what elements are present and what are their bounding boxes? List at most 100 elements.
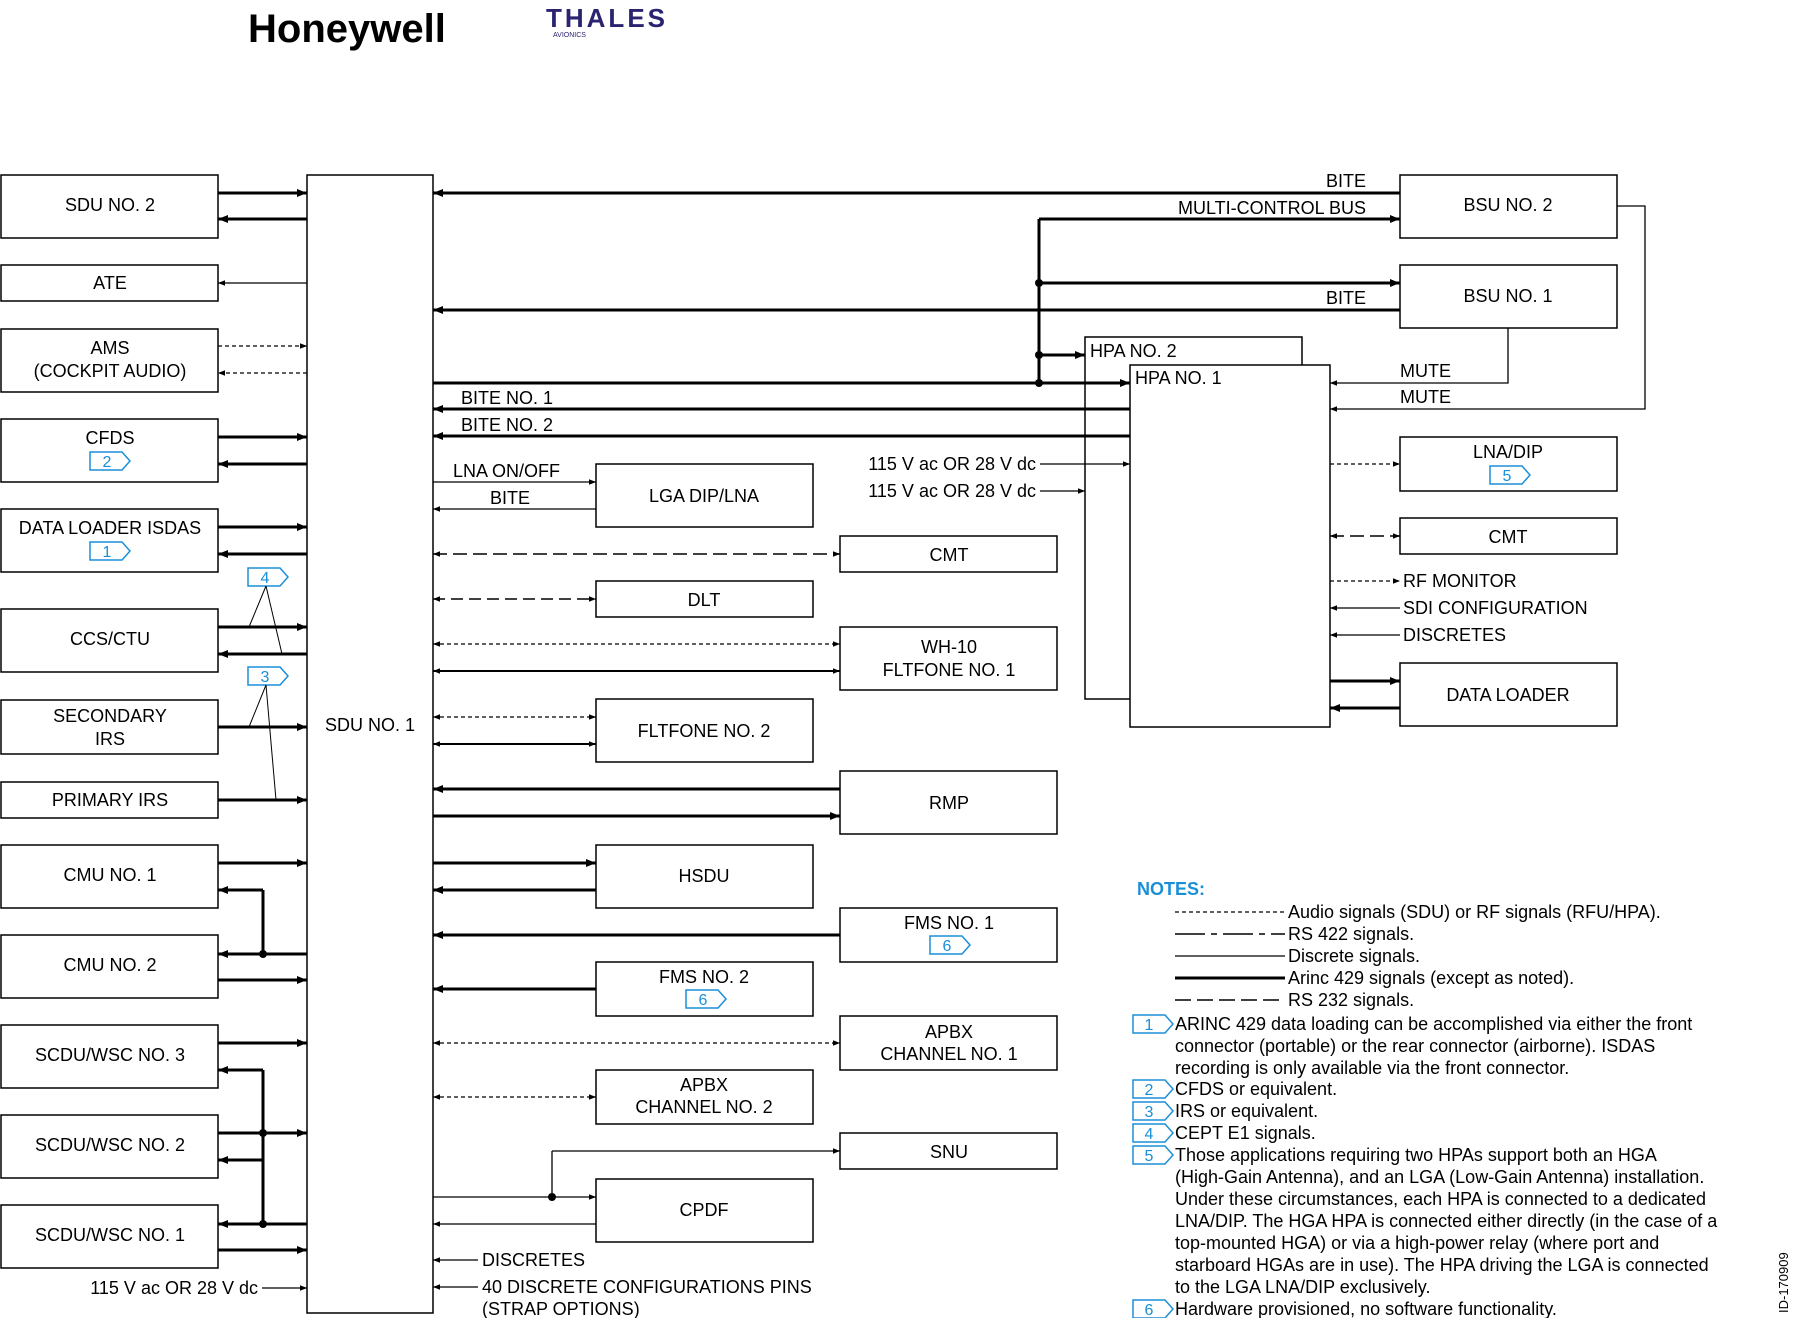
cpdf-box (595, 1178, 814, 1243)
note-tag-5: 5 (1489, 465, 1532, 485)
honeywell-logo: Honeywell (248, 7, 446, 51)
note-text: LNA/DIP. The HGA HPA is connected either… (1175, 1211, 1718, 1231)
document-id: ID-170909 (1776, 1252, 1791, 1313)
svg-text:THALES: THALES (546, 3, 668, 33)
callout-leader (265, 684, 277, 801)
svg-text:6: 6 (943, 938, 952, 955)
left-box-label: DATA LOADER ISDAS (19, 518, 201, 538)
note-text: CEPT E1 signals. (1175, 1123, 1316, 1143)
ams-box (0, 328, 219, 393)
wh10-fltfone1-box (839, 626, 1058, 691)
junction-dot (1035, 379, 1043, 387)
rmp-box (839, 770, 1058, 835)
box-label: BSU NO. 2 (1463, 195, 1552, 215)
mid-box-label: WH-10 (921, 637, 977, 657)
discrete-line (1330, 205, 1646, 412)
scdu-wsc-no2-box (0, 1114, 219, 1179)
callout-leader (265, 585, 283, 655)
sdu-no1-label: SDU NO. 1 (325, 715, 415, 735)
note-text: CFDS or equivalent. (1175, 1079, 1337, 1099)
cmu-no1-box (0, 844, 219, 909)
callout-leader (248, 585, 267, 628)
cmu-no2-box (0, 934, 219, 999)
signal-label: 40 DISCRETE CONFIGURATIONS PINS (482, 1277, 812, 1297)
signal-label: MUTE (1400, 387, 1451, 407)
note-text: top-mounted HGA) or via a high-power rel… (1175, 1233, 1659, 1253)
legend-text: Audio signals (SDU) or RF signals (RFU/H… (1288, 902, 1661, 922)
discrete-line (1330, 328, 1509, 386)
hpa-no1-box (1129, 364, 1331, 728)
junction-dot (259, 950, 267, 958)
mid-box-label: CPDF (680, 1200, 729, 1220)
signal-label: (STRAP OPTIONS) (482, 1299, 640, 1318)
callout-leader (248, 684, 267, 728)
junction-dot (259, 1129, 267, 1137)
scdu-wsc-no1-box (0, 1204, 219, 1269)
legend-text: Arinc 429 signals (except as noted). (1288, 968, 1574, 988)
svg-text:6: 6 (699, 992, 708, 1009)
junction-dot (1035, 351, 1043, 359)
signal-label: DISCRETES (1403, 625, 1506, 645)
note-text: to the LGA LNA/DIP exclusively. (1175, 1277, 1430, 1297)
note-tag-6 (1132, 1299, 1175, 1318)
svg-text:1: 1 (103, 544, 112, 561)
note-text: recording is only available via the fron… (1175, 1058, 1569, 1078)
note-tag-2: 2 (89, 451, 132, 471)
mid-box-label: RMP (929, 793, 969, 813)
note-tag-2 (1132, 1079, 1175, 1099)
note-tag-1 (1132, 1014, 1175, 1034)
junction-dot (548, 1193, 556, 1201)
note-tag-4 (1132, 1123, 1175, 1143)
signal-label: DISCRETES (482, 1250, 585, 1270)
svg-text:5: 5 (1503, 468, 1512, 485)
note-number: 3 (1145, 1104, 1154, 1121)
note-number: 6 (1145, 1302, 1154, 1318)
note-number: 5 (1145, 1148, 1154, 1165)
legend-text: RS 232 signals. (1288, 990, 1414, 1010)
left-box-label: AMS (90, 338, 129, 358)
ccs-ctu-box (0, 608, 219, 673)
box-label: HPA NO. 1 (1135, 368, 1222, 388)
mid-box-label: DLT (688, 590, 721, 610)
data-loader-isdas-box (0, 508, 219, 573)
note-tag-3 (1132, 1101, 1175, 1121)
left-box-label: SECONDARY (53, 706, 167, 726)
left-box-label: SDU NO. 2 (65, 195, 155, 215)
signal-label: LNA ON/OFF (453, 461, 560, 481)
signal-label: 115 V ac OR 28 V dc (868, 454, 1036, 474)
note-text: Those applications requiring two HPAs su… (1175, 1145, 1657, 1165)
signal-label: MULTI-CONTROL BUS (1178, 198, 1366, 218)
mid-box-label: FLTFONE NO. 1 (883, 660, 1016, 680)
note-text: IRS or equivalent. (1175, 1101, 1318, 1121)
legend-text: RS 422 signals. (1288, 924, 1414, 944)
mid-box-label: CHANNEL NO. 1 (880, 1044, 1017, 1064)
legend-text: Discrete signals. (1288, 946, 1420, 966)
box-label: HPA NO. 2 (1090, 341, 1177, 361)
note-tag-4: 4 (247, 567, 290, 587)
box-label: LNA/DIP (1473, 442, 1543, 462)
mid-box-label: APBX (680, 1075, 728, 1095)
mid-box-label: FMS NO. 2 (659, 967, 749, 987)
svg-text:Honeywell: Honeywell (248, 7, 446, 51)
signal-label: BITE NO. 1 (461, 388, 553, 408)
left-box-label: IRS (95, 729, 125, 749)
signal-label: BITE NO. 2 (461, 415, 553, 435)
left-box-label: SCDU/WSC NO. 1 (35, 1225, 185, 1245)
mid-box-label: FLTFONE NO. 2 (638, 721, 771, 741)
mid-box-label: LGA DIP/LNA (649, 486, 759, 506)
signal-label: BITE (1326, 288, 1366, 308)
signal-label: 115 V ac OR 28 V dc (868, 481, 1036, 501)
signal-label: BITE (490, 488, 530, 508)
note-text: starboard HGAs are in use). The HPA driv… (1175, 1255, 1709, 1275)
note-tag-6: 6 (929, 935, 972, 955)
signal-label: RF MONITOR (1403, 571, 1517, 591)
signal-label: BITE (1326, 171, 1366, 191)
mid-box-label: FMS NO. 1 (904, 913, 994, 933)
sdu-no2-box (0, 174, 219, 239)
signal-label: SDI CONFIGURATION (1403, 598, 1588, 618)
data-loader-box (1399, 662, 1618, 727)
box-label: CMT (1489, 527, 1528, 547)
left-box-label: SCDU/WSC NO. 2 (35, 1135, 185, 1155)
mid-box-label: SNU (930, 1142, 968, 1162)
